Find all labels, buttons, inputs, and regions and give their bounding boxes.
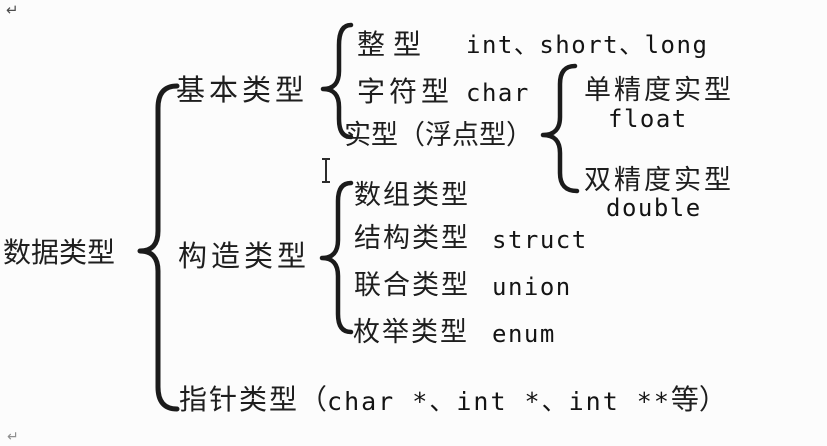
- branch-construct-label: 构造类型: [178, 239, 311, 273]
- basic-row-int-label: 整型: [357, 28, 430, 61]
- real-double-label: 双精度实型: [584, 165, 734, 196]
- basic-row-real-label: 实型（浮点型）: [344, 120, 533, 151]
- brace-real: [540, 63, 580, 194]
- construct-row-union-label: 联合类型: [354, 270, 470, 301]
- branch-pointer-label: 指针类型: [179, 383, 300, 416]
- brace-construct: [319, 180, 354, 335]
- basic-row-char-code: char: [466, 79, 530, 107]
- construct-row-struct-code: struct: [492, 226, 588, 254]
- pointer-code: char *、int *、int **: [327, 387, 671, 416]
- real-single-code: float: [608, 105, 688, 133]
- basic-row-int-code: int、short、long: [466, 31, 709, 59]
- brace-root: [137, 83, 180, 412]
- branch-pointer-row: 指针类型 （ char *、int *、int ** 等）: [179, 384, 727, 416]
- basic-row-char-label: 字符型: [357, 75, 454, 108]
- construct-row-union-code: union: [492, 273, 572, 301]
- root-label: 数据类型: [3, 236, 116, 269]
- text-cursor-ibeam: [320, 157, 332, 184]
- real-single-label: 单精度实型: [584, 75, 734, 106]
- construct-row-enum-code: enum: [492, 320, 556, 348]
- branch-basic-label: 基本类型: [176, 73, 309, 107]
- return-mark-top: ↵: [6, 1, 19, 19]
- pointer-paren-open: （: [299, 383, 328, 416]
- construct-row-enum-label: 枚举类型: [353, 317, 469, 348]
- pointer-suffix: 等）: [670, 383, 727, 416]
- return-mark-bottom: ↵: [7, 429, 19, 445]
- construct-row-array-label: 数组类型: [354, 180, 470, 211]
- construct-row-struct-label: 结构类型: [354, 223, 470, 254]
- real-double-code: double: [606, 194, 702, 222]
